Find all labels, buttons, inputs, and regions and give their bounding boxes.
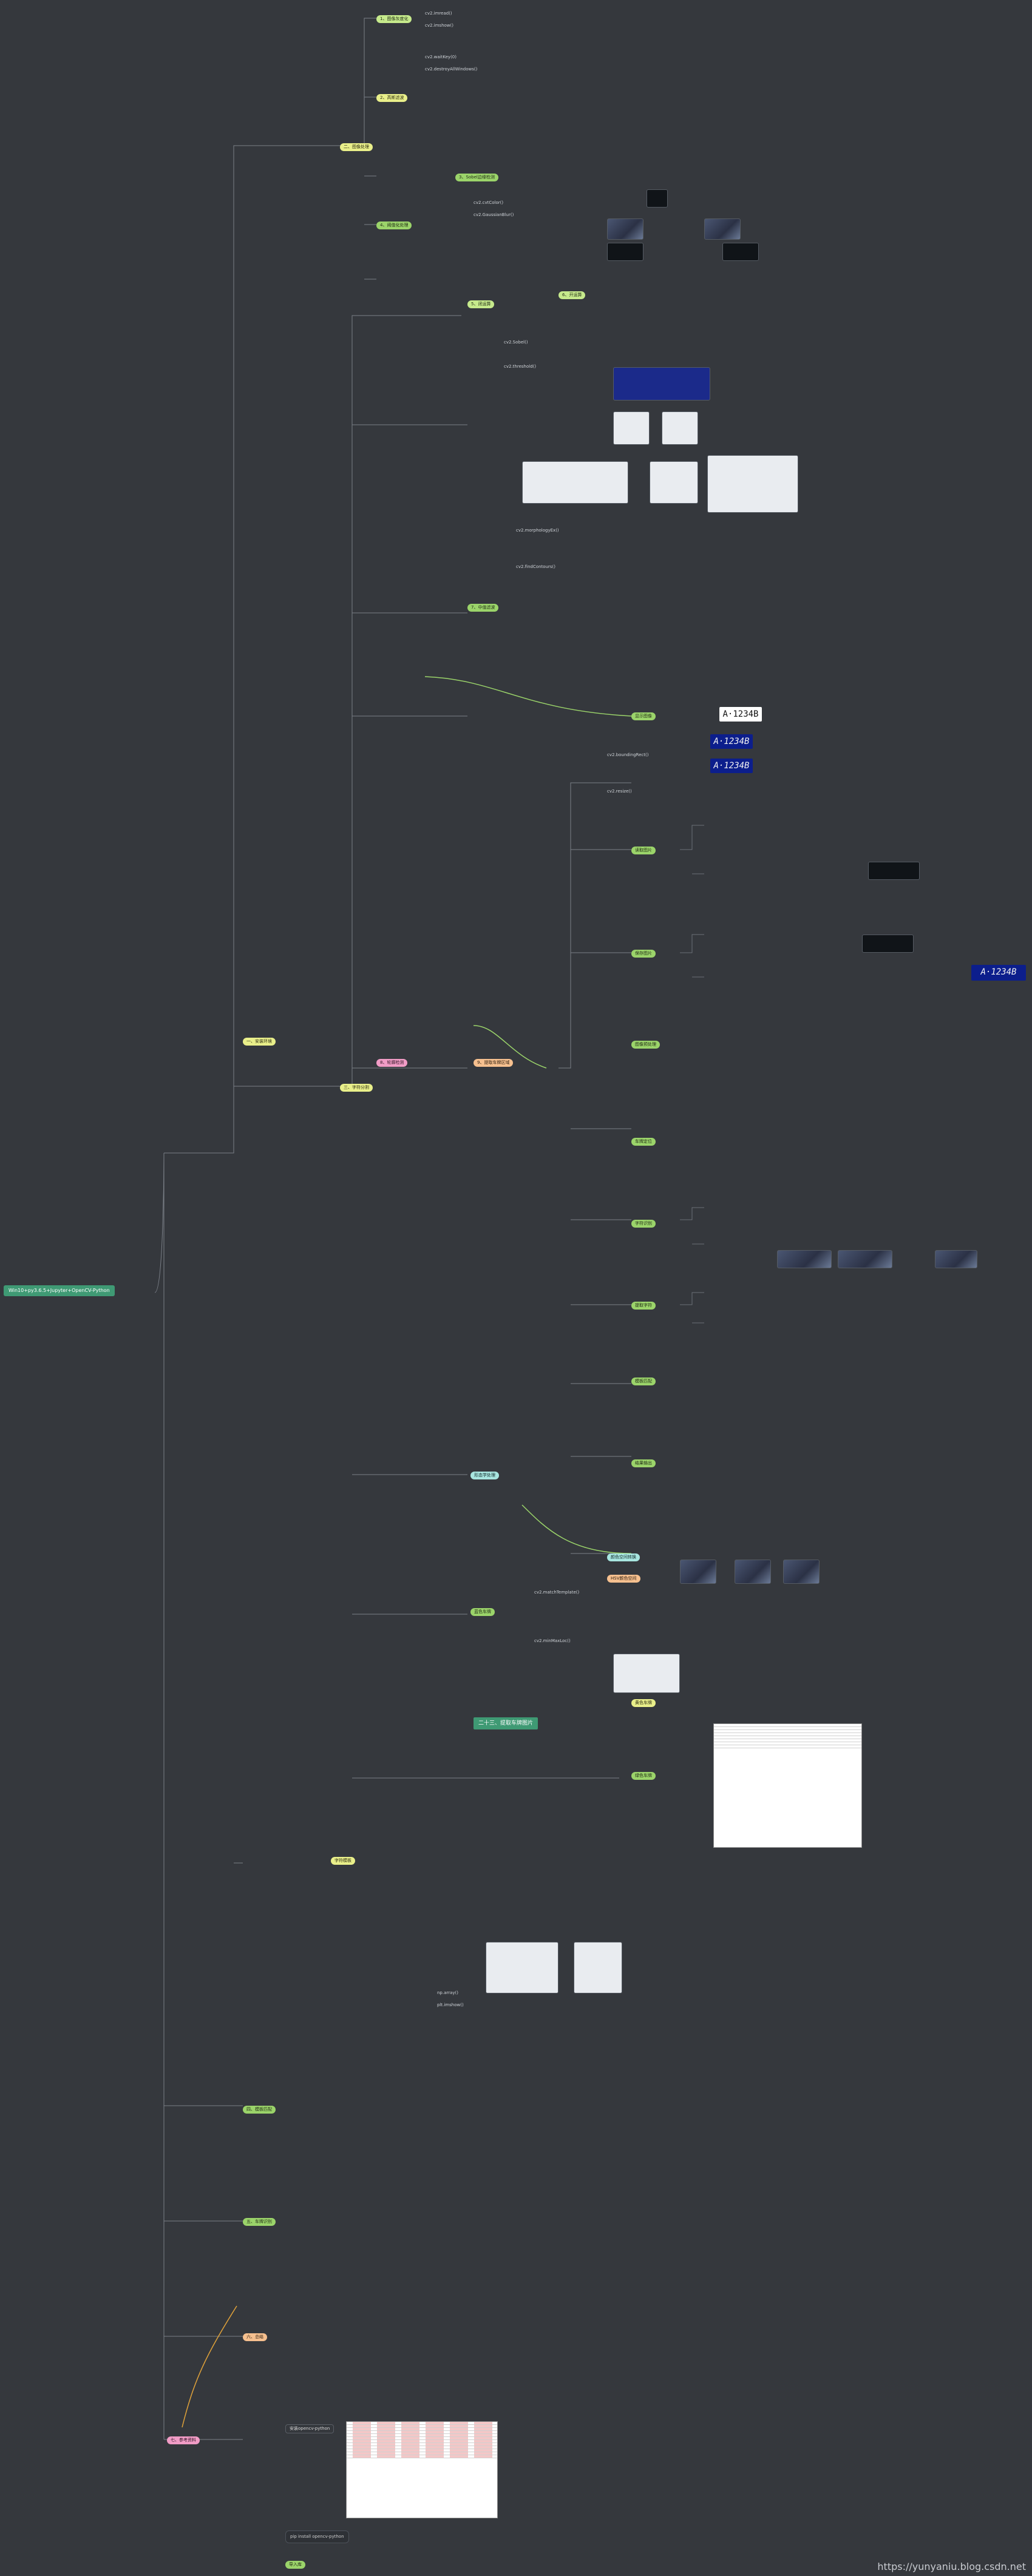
accent-morphology[interactable]: 形态学处理 bbox=[470, 1472, 499, 1479]
thumb-gaussian bbox=[607, 218, 643, 240]
leaf-16: plt.imshow() bbox=[437, 2003, 464, 2008]
accent-color-space[interactable]: 颜色空间转换 bbox=[607, 1553, 640, 1561]
plate-image-2: A·1234B bbox=[710, 734, 753, 749]
accent-show-image[interactable]: 显示图像 bbox=[631, 712, 656, 720]
l2-median[interactable]: 7、中值滤波 bbox=[467, 604, 498, 612]
thumb-threshold bbox=[607, 243, 643, 261]
leaf-1: cv2.imread() bbox=[425, 11, 452, 16]
thumb-hist-1 bbox=[613, 411, 650, 445]
accent-hsv[interactable]: HSV颜色空间 bbox=[607, 1575, 640, 1583]
thumb-sobel bbox=[704, 218, 741, 240]
branch-install[interactable]: 一、安装环境 bbox=[243, 1038, 276, 1046]
leaf-10: cv2.findContours() bbox=[516, 564, 555, 570]
accent-save-image[interactable]: 保存图片 bbox=[631, 950, 656, 958]
thumb-table-3 bbox=[707, 455, 798, 513]
plate-image-1: A·1234B bbox=[719, 707, 762, 722]
leaf-8: cv2.threshold() bbox=[504, 364, 536, 370]
accent-read-image[interactable]: 读取图片 bbox=[631, 847, 656, 854]
leaf-7: cv2.Sobel() bbox=[504, 340, 528, 345]
leaf-5: cv2.cvtColor() bbox=[474, 200, 503, 206]
watermark-text: https://yunyaniu.blog.csdn.net bbox=[877, 2561, 1026, 2572]
plate-image-4: A·1234B bbox=[971, 965, 1026, 981]
branch-template-match[interactable]: 四、模板匹配 bbox=[243, 2106, 276, 2114]
thumb-chars-3 bbox=[935, 1250, 977, 1268]
thumb-hsv-2 bbox=[735, 1560, 771, 1584]
accent-yellow-plate[interactable]: 黄色车牌 bbox=[631, 1699, 656, 1707]
accent-green-plate[interactable]: 绿色车牌 bbox=[631, 1772, 656, 1780]
branch-references[interactable]: 七、参考资料 bbox=[167, 2436, 200, 2444]
note-install: 安装opencv-python bbox=[285, 2424, 334, 2433]
accent-extract-chars[interactable]: 提取字符 bbox=[631, 1302, 656, 1310]
thumb-matrix bbox=[613, 1654, 680, 1693]
branch-summary[interactable]: 六、总结 bbox=[243, 2333, 267, 2341]
thumb-binary-2 bbox=[862, 935, 914, 953]
thumb-hist-2 bbox=[662, 411, 698, 445]
thumb-hsv-1 bbox=[680, 1560, 716, 1584]
leaf-12: cv2.resize() bbox=[607, 789, 632, 794]
branch-char-segmentation[interactable]: 三、字符分割 bbox=[340, 1084, 373, 1092]
l2-gaussian[interactable]: 2、高斯滤波 bbox=[376, 94, 407, 102]
thumb-table-2 bbox=[650, 461, 698, 504]
branch-plate-recognition[interactable]: 五、车牌识别 bbox=[243, 2218, 276, 2226]
thumb-binary-1 bbox=[868, 862, 920, 880]
leaf-14: cv2.minMaxLoc() bbox=[534, 1638, 571, 1644]
thumb-template-grid bbox=[713, 1723, 862, 1848]
thumb-hsv-3 bbox=[783, 1560, 820, 1584]
thumb-result-table bbox=[346, 2421, 498, 2518]
note-import[interactable]: 导入库 bbox=[285, 2561, 305, 2569]
leaf-6: cv2.GaussianBlur() bbox=[474, 212, 514, 218]
banner-node[interactable]: 二十三、提取车牌图片 bbox=[474, 1717, 538, 1729]
l2-threshold[interactable]: 4、阈值化处理 bbox=[376, 221, 412, 229]
l2-contours[interactable]: 8、轮廓检测 bbox=[376, 1059, 407, 1067]
thumb-code-2 bbox=[574, 1942, 622, 1993]
accent-template-match[interactable]: 模板匹配 bbox=[631, 1378, 656, 1385]
thumb-chars-2 bbox=[838, 1250, 892, 1268]
l2-opening[interactable]: 6、开运算 bbox=[558, 291, 585, 299]
accent-result-output[interactable]: 结果输出 bbox=[631, 1459, 656, 1467]
accent-char-template[interactable]: 字符模板 bbox=[331, 1857, 355, 1865]
l2-closing[interactable]: 5、闭运算 bbox=[467, 300, 494, 308]
leaf-15: np.array() bbox=[437, 1990, 458, 1996]
thumb-code-1 bbox=[486, 1942, 558, 1993]
thumb-table-1 bbox=[522, 461, 628, 504]
thumb-close bbox=[722, 243, 759, 261]
accent-plate-locate[interactable]: 车牌定位 bbox=[631, 1138, 656, 1146]
accent-char-recognize[interactable]: 字符识别 bbox=[631, 1220, 656, 1228]
note-pip: pip install opencv-python bbox=[285, 2530, 349, 2543]
accent-preprocess[interactable]: 图像预处理 bbox=[631, 1041, 660, 1049]
accent-blue-plate[interactable]: 蓝色车牌 bbox=[470, 1608, 495, 1616]
l2-grayscale[interactable]: 1、图像灰度化 bbox=[376, 15, 412, 23]
leaf-3: cv2.waitKey(0) bbox=[425, 55, 457, 60]
l2-sobel[interactable]: 3、Sobel边缘检测 bbox=[455, 174, 498, 181]
branch-image-processing[interactable]: 二、图像处理 bbox=[340, 143, 373, 151]
leaf-4: cv2.destroyAllWindows() bbox=[425, 67, 477, 72]
thumb-blue-plate bbox=[613, 367, 710, 401]
leaf-11: cv2.boundingRect() bbox=[607, 752, 648, 758]
leaf-2: cv2.imshow() bbox=[425, 23, 453, 29]
thumb-chars-1 bbox=[777, 1250, 832, 1268]
leaf-13: cv2.matchTemplate() bbox=[534, 1590, 579, 1595]
l2-extract-plate[interactable]: 9、提取车牌区域 bbox=[474, 1059, 513, 1067]
plate-image-3: A·1234B bbox=[710, 759, 753, 773]
thumb-grayscale bbox=[647, 189, 668, 208]
leaf-9: cv2.morphologyEx() bbox=[516, 528, 559, 533]
root-node[interactable]: Win10+py3.6.5+Jupyter+OpenCV-Python bbox=[4, 1285, 115, 1296]
